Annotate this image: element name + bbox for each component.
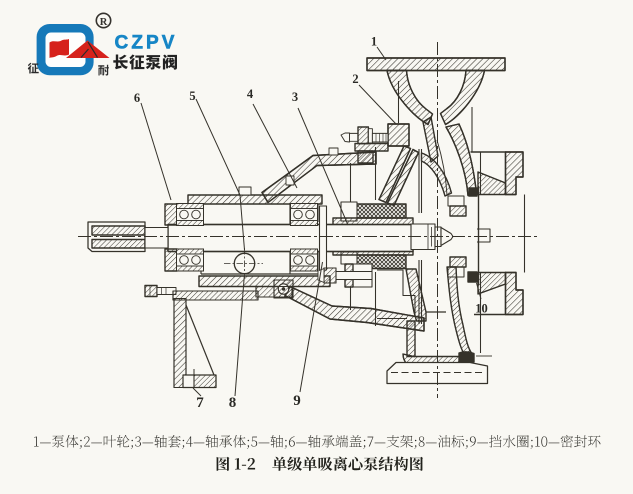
svg-text:R: R bbox=[100, 17, 108, 28]
svg-text:1: 1 bbox=[371, 35, 377, 49]
svg-text:7: 7 bbox=[196, 395, 204, 411]
svg-text:4: 4 bbox=[247, 87, 254, 101]
svg-text:2: 2 bbox=[352, 72, 358, 86]
svg-text:5: 5 bbox=[189, 89, 195, 103]
svg-text:10: 10 bbox=[475, 302, 488, 316]
svg-text:8: 8 bbox=[229, 395, 237, 411]
svg-text:9: 9 bbox=[293, 393, 301, 409]
svg-text:3: 3 bbox=[292, 90, 298, 104]
svg-text:CZPV: CZPV bbox=[115, 33, 178, 54]
svg-text:6: 6 bbox=[134, 91, 140, 105]
